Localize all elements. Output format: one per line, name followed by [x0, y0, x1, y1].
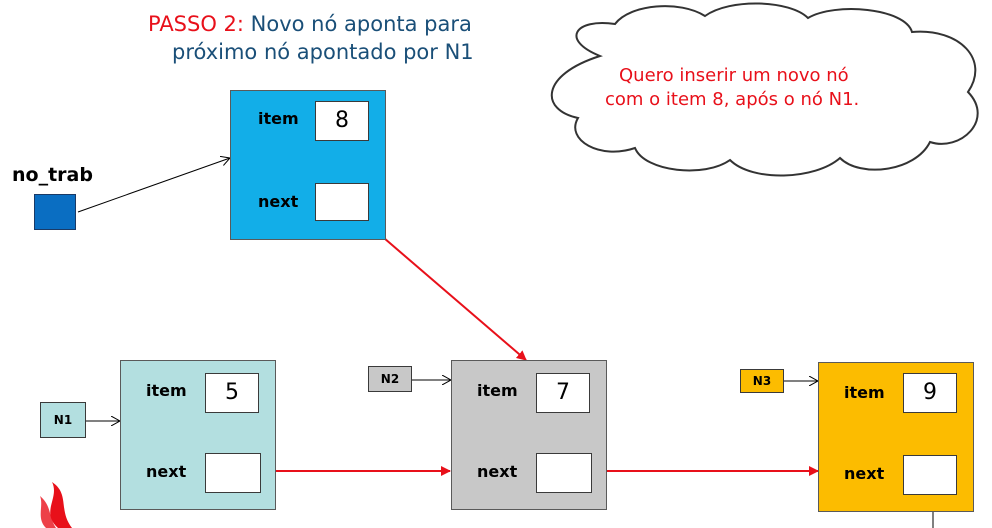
- n2-next-field: [536, 453, 592, 493]
- n2-item-label: item: [477, 381, 518, 400]
- variable-pointer-box: [34, 194, 76, 230]
- n3-tag: N3: [740, 369, 784, 393]
- n1-item-value: 5: [205, 373, 259, 413]
- n2-tag: N2: [368, 366, 412, 392]
- new-node-next-field: [315, 183, 369, 221]
- new-node-item-value: 8: [315, 101, 369, 141]
- logo-flame-icon: [40, 482, 72, 528]
- title-line-2: próximo nó apontado por N1: [172, 40, 474, 64]
- n1-item-label: item: [146, 381, 187, 400]
- cloud-text-line-2: com o item 8, após o nó N1.: [605, 89, 860, 110]
- node-n3: item 9 next: [818, 362, 974, 512]
- node-n1: item 5 next: [120, 360, 276, 510]
- new-node-next-label: next: [258, 192, 299, 211]
- new-node: item 8 next: [230, 90, 386, 240]
- title-line-1: PASSO 2: Novo nó aponta para: [148, 12, 472, 36]
- node-n2: item 7 next: [451, 360, 607, 510]
- n3-next-label: next: [844, 464, 885, 483]
- thought-cloud: [550, 2, 979, 177]
- cloud-text-line-1: Quero inserir um novo nó: [619, 65, 849, 86]
- n1-next-field: [205, 453, 261, 493]
- n1-next-label: next: [146, 462, 187, 481]
- new-node-item-label: item: [258, 109, 299, 128]
- n3-next-field: [903, 455, 957, 495]
- n2-item-value: 7: [536, 373, 590, 413]
- title-line-1-text: Novo nó aponta para: [244, 12, 472, 36]
- n3-item-value: 9: [903, 373, 957, 413]
- n2-next-label: next: [477, 462, 518, 481]
- n1-tag: N1: [40, 402, 86, 438]
- variable-name: no_trab: [12, 164, 93, 186]
- step-label: PASSO 2:: [148, 12, 244, 36]
- n3-item-label: item: [844, 383, 885, 402]
- no-trab-pointer: [77, 158, 230, 213]
